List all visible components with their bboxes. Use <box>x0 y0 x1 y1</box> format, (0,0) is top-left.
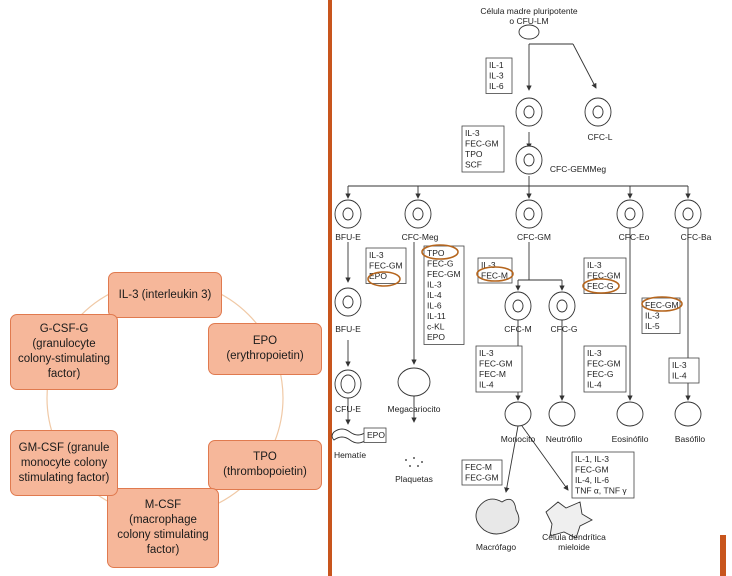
factor-label: c-KL <box>427 322 445 332</box>
factor-label: FEC-G <box>587 281 613 291</box>
factor-label: IL-4 <box>479 380 494 390</box>
factor-label: FEC-G <box>427 259 453 269</box>
left-bar <box>328 0 332 576</box>
factor-label: FEC-GM <box>465 139 499 149</box>
factor-label: IL-3 <box>587 348 602 358</box>
label-basofilo: Basófilo <box>675 434 706 444</box>
label-cfc-gm: CFC-GM <box>517 232 551 242</box>
label-cfc-eo: CFC-Eo <box>619 232 650 242</box>
growth-factor-cycle: IL-3 (interleukin 3) EPO (erythropoietin… <box>0 0 330 576</box>
factor-box-b11: EPO <box>363 427 387 443</box>
factor-label: FEC-GM <box>479 359 513 369</box>
factor-label: EPO <box>367 430 385 440</box>
label-bfu-e: BFU-E <box>335 232 361 242</box>
label-cfc-m: CFC-M <box>504 324 531 334</box>
factor-label: FEC-GM <box>427 269 461 279</box>
node-tpo: TPO (thrombopoietin) <box>208 440 322 490</box>
node-il3: IL-3 (interleukin 3) <box>108 272 222 318</box>
factor-label: IL-3 <box>645 311 660 321</box>
node-epo: EPO (erythropoietin) <box>208 323 322 375</box>
factor-label: FEC-GM <box>369 261 403 271</box>
factor-label: IL-3 <box>369 250 384 260</box>
factor-label: FEC-M <box>481 271 508 281</box>
highlight-epo <box>367 271 401 287</box>
factor-label: FEC-GM <box>575 465 609 475</box>
label-stem-cell: Célula madre pluripotente <box>480 6 578 16</box>
factor-label: TPO <box>465 149 483 159</box>
label-bfu-e-2: BFU-E <box>335 324 361 334</box>
factor-label: TPO <box>427 248 445 258</box>
label-cfu-e: CFU-E <box>335 404 361 414</box>
label-dendritica-2: mieloide <box>558 542 590 552</box>
factor-label: IL-3 <box>672 360 687 370</box>
label-cfc-g: CFC-G <box>551 324 578 334</box>
node-mcsf: M-CSF (macrophage colony stimulating fac… <box>107 488 219 568</box>
node-gcsf: G-CSF-G (granulocyte colony-stimulating … <box>10 314 118 390</box>
highlight-fec-g <box>582 278 620 294</box>
factor-label: SCF <box>465 160 482 170</box>
highlight-fec-gm <box>641 296 683 312</box>
factor-label: IL-4, IL-6 <box>575 475 609 485</box>
label-neutrofilo: Neutrófilo <box>546 434 583 444</box>
factor-label: IL-4 <box>427 290 442 300</box>
factor-label: FEC-GM <box>465 473 499 483</box>
label-stem-cell-2: o CFU-LM <box>509 16 548 26</box>
highlight-fec-m <box>476 266 514 282</box>
factor-label: IL-3 <box>465 128 480 138</box>
factor-label: IL-3 <box>489 71 504 81</box>
factor-label: FEC-G <box>587 369 613 379</box>
label-hematie: Hematíe <box>334 450 366 460</box>
label-macrofago: Macrófago <box>476 542 516 552</box>
factor-label: IL-3 <box>427 280 442 290</box>
factor-label: IL-3 <box>481 260 496 270</box>
label-monocito: Monocito <box>501 434 536 444</box>
factor-label: EPO <box>427 332 445 342</box>
factor-label: FEC-GM <box>645 300 679 310</box>
label-cfc-gemmeg: CFC-GEMMeg <box>550 164 606 174</box>
factor-box-b1: IL-1IL-3IL-6 <box>485 57 513 94</box>
corner-bar <box>720 535 726 576</box>
label-dendritica: Célula dendrítica <box>542 532 606 542</box>
label-cfc-meg: CFC-Meg <box>402 232 439 242</box>
highlight-tpo <box>421 244 459 260</box>
factor-label: IL-3 <box>587 260 602 270</box>
factor-label: FEC-GM <box>587 271 621 281</box>
factor-label: IL-6 <box>427 301 442 311</box>
factor-label: FEC-M <box>479 369 506 379</box>
factor-label: FEC-M <box>465 462 492 472</box>
label-plaquetas: Plaquetas <box>395 474 433 484</box>
factor-label: IL-1 <box>489 60 504 70</box>
factor-label: IL-4 <box>672 371 687 381</box>
factor-label: IL-4 <box>587 380 602 390</box>
label-cfc-l: CFC-L <box>587 132 612 142</box>
node-gmcsf: GM-CSF (granule monocyte colony stimulat… <box>10 430 118 496</box>
hematopoiesis-diagram: Célula madre pluripotente o CFU-LM CFC-L… <box>328 0 726 576</box>
factor-label: IL-3 <box>479 348 494 358</box>
factor-label: FEC-GM <box>587 359 621 369</box>
factor-label: IL-5 <box>645 321 660 331</box>
label-cfc-ba: CFC-Ba <box>681 232 712 242</box>
label-megacariocito: Megacariocito <box>388 404 441 414</box>
factor-box-b10: IL-3IL-4 <box>668 357 700 384</box>
factor-label: IL-11 <box>427 311 446 321</box>
factor-label: TNF α, TNF γ <box>575 486 627 496</box>
factor-label: IL-6 <box>489 81 504 91</box>
factor-label: IL-1, IL-3 <box>575 454 609 464</box>
label-eosinofilo: Eosinófilo <box>612 434 649 444</box>
factor-label: EPO <box>369 271 387 281</box>
